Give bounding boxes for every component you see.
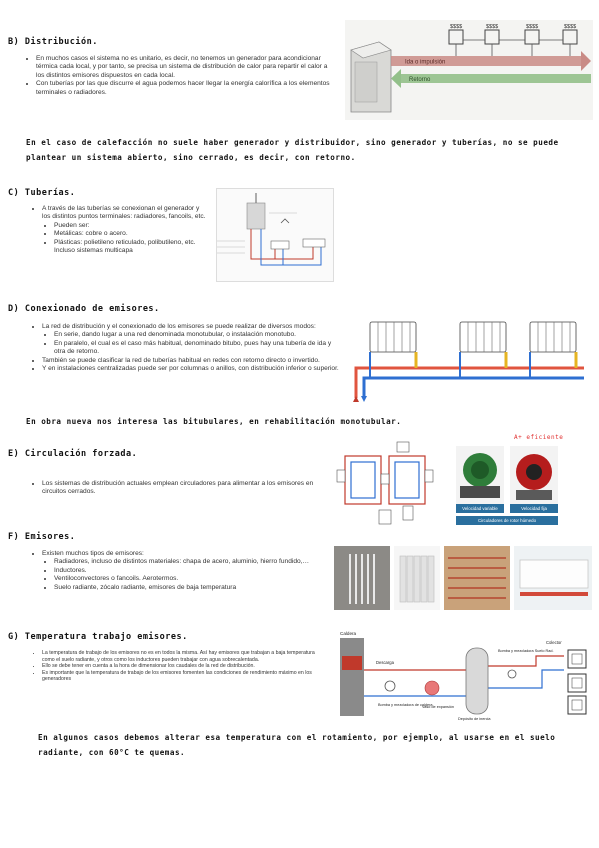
emisores-images (334, 546, 592, 610)
distribucion-figure: $$$$ $$$$ $$$$ $$$$ Ida o impulsión Reto… (345, 20, 593, 120)
bullet: La red de distribución y el conexionado … (42, 323, 316, 330)
label-velocidad-fija: Velocidad fija (510, 504, 558, 513)
fig-descarga: Descarga (376, 660, 395, 665)
heading-conexionado: D) Conexionado de emisores. (8, 304, 160, 314)
sub-bullet: Suelo radiante, zócalo radiante, emisore… (54, 584, 333, 592)
tuberias-bullets: A través de las tuberías se conexionan e… (28, 205, 208, 255)
temperatura-bullets: La temperatura de trabajo de los emisore… (28, 650, 328, 683)
sub-bullet: Metálicas: cobre o acero. (54, 230, 208, 238)
heading-emisores: F) Emisores. (8, 532, 76, 542)
label-circuladores: Circuladores de rotor húmedo (456, 516, 558, 525)
circulacion-bullets: Los sistemas de distribución actuales em… (28, 480, 328, 497)
fig-bomba-caldera: Bomba y mezcladora de caldera (378, 703, 433, 707)
note-temperatura: En algunos casos debemos alterar esa tem… (38, 733, 556, 757)
sub-bullet: Pueden ser: (54, 222, 208, 230)
pump-variable-image (456, 446, 504, 508)
pump-fija-image (510, 446, 558, 508)
price-label: $$$$ (486, 24, 498, 30)
bullet: También se puede clasificar la red de tu… (42, 357, 344, 365)
bullet: Existen muchos tipos de emisores: (42, 550, 144, 557)
bullet: Los sistemas de distribución actuales em… (42, 480, 328, 497)
annotation-eficiente: A+ eficiente (514, 434, 564, 441)
circuito-figure (333, 440, 453, 528)
bitubo-figure (350, 318, 590, 404)
note-calefaccion: En el caso de calefacción no suele haber… (26, 138, 559, 162)
bullet: Y en instalaciones centralizadas puede s… (42, 365, 344, 373)
sub-bullet: Inductores. (54, 567, 333, 575)
retorno-label: Retorno (409, 77, 431, 83)
impulsion-label: Ida o impulsión (405, 60, 445, 66)
sub-bullet: En paralelo, el cual es el caso más habi… (54, 340, 344, 357)
price-label: $$$$ (450, 24, 462, 30)
fig-deposito: Depósito de inercia (458, 717, 491, 721)
fig-bomba-suelo: Bomba y mezcladora Suelo Rad. (498, 649, 554, 653)
temperatura-figure: Caldera Descarga Bomba y mezcladora de c… (336, 626, 592, 722)
heading-distribucion: B) Distribución. (8, 37, 98, 47)
bullet: La temperatura de trabajo de los emisore… (42, 650, 328, 663)
sub-bullet: Ventiloconvectores o fancoils. Aerotermo… (54, 575, 333, 583)
fig-colector: Colector (546, 640, 562, 645)
price-label: $$$$ (526, 24, 538, 30)
bullet: Es importante que la temperatura de trab… (42, 670, 328, 683)
tuberias-figure (216, 188, 334, 282)
price-label: $$$$ (564, 24, 576, 30)
sub-bullet: En serie, dando lugar a una red denomina… (54, 331, 344, 339)
sub-bullet: Plásticas: polietileno reticulado, polib… (54, 239, 208, 256)
heading-temperatura: G) Temperatura trabajo emisores. (8, 632, 188, 642)
heading-tuberias: C) Tuberías. (8, 188, 76, 198)
fig-caldera: Caldera (340, 631, 357, 636)
note-obra: En obra nueva nos interesa las bitubular… (26, 417, 402, 426)
bullet: Con tuberías por las que discurre el agu… (36, 80, 332, 97)
bullet: Ello se debe tener en cuenta a la hora d… (42, 663, 328, 670)
sub-bullet: Radiadores, incluso de distintos materia… (54, 558, 333, 566)
emisores-bullets: Existen muchos tipos de emisores: Radiad… (28, 550, 333, 592)
distribucion-bullets: En muchos casos el sistema no es unitari… (22, 55, 332, 97)
fig-vaso: Vaso de expansión (422, 705, 454, 709)
conexionado-bullets: La red de distribución y el conexionado … (28, 323, 344, 373)
label-velocidad-variable: Velocidad variable (456, 504, 504, 513)
bullet: En muchos casos el sistema no es unitari… (36, 55, 332, 80)
heading-circulacion: E) Circulación forzada. (8, 449, 138, 459)
bullet: A través de las tuberías se conexionan e… (42, 205, 206, 221)
